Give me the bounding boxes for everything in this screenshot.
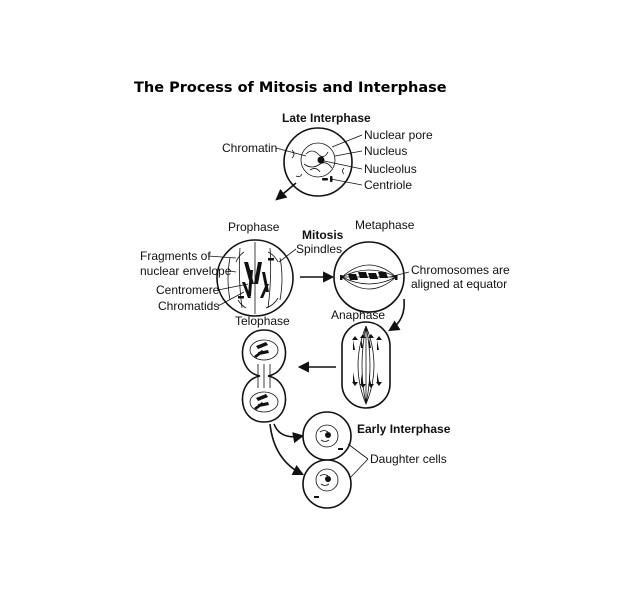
label-centriole: Centriole xyxy=(364,178,412,192)
label-chromosomes-1: Chromosomes are xyxy=(411,263,510,277)
label-nucleolus: Nucleolus xyxy=(364,162,417,176)
label-chromatin: Chromatin xyxy=(222,141,277,155)
label-anaphase: Anaphase xyxy=(331,308,385,322)
label-chromatids: Chromatids xyxy=(158,299,219,313)
label-chromosomes-2: aligned at equator xyxy=(411,277,507,291)
label-nucleus: Nucleus xyxy=(364,144,407,158)
label-mitosis: Mitosis xyxy=(302,228,344,242)
label-centromere: Centromere xyxy=(156,283,220,297)
label-spindles: Spindles xyxy=(296,242,342,256)
page-title: The Process of Mitosis and Interphase xyxy=(134,80,447,96)
label-telophase: Telophase xyxy=(235,314,290,328)
metaphase-cell xyxy=(333,241,405,313)
label-prophase: Prophase xyxy=(228,220,280,234)
prophase-cell xyxy=(216,239,294,317)
arrow-to-daughter-1 xyxy=(273,423,305,444)
daughter-cell-1 xyxy=(302,411,352,461)
telophase-cell xyxy=(241,329,287,423)
label-early-interphase: Early Interphase xyxy=(357,422,451,436)
label-late-interphase: Late Interphase xyxy=(282,111,371,125)
anaphase-cell xyxy=(341,321,391,409)
daughter-cell-2 xyxy=(302,459,352,509)
label-nuclear-pore: Nuclear pore xyxy=(364,128,433,142)
label-fragments-1: Fragments of xyxy=(140,249,211,263)
arrow-to-daughter-2 xyxy=(269,423,305,476)
label-daughter-cells: Daughter cells xyxy=(370,452,447,466)
arrow-to-prophase xyxy=(275,182,297,201)
arrow-to-anaphase xyxy=(388,298,406,332)
late-interphase-cell xyxy=(283,127,353,197)
label-metaphase: Metaphase xyxy=(355,218,415,232)
label-fragments-2: nuclear envelope xyxy=(140,264,232,278)
